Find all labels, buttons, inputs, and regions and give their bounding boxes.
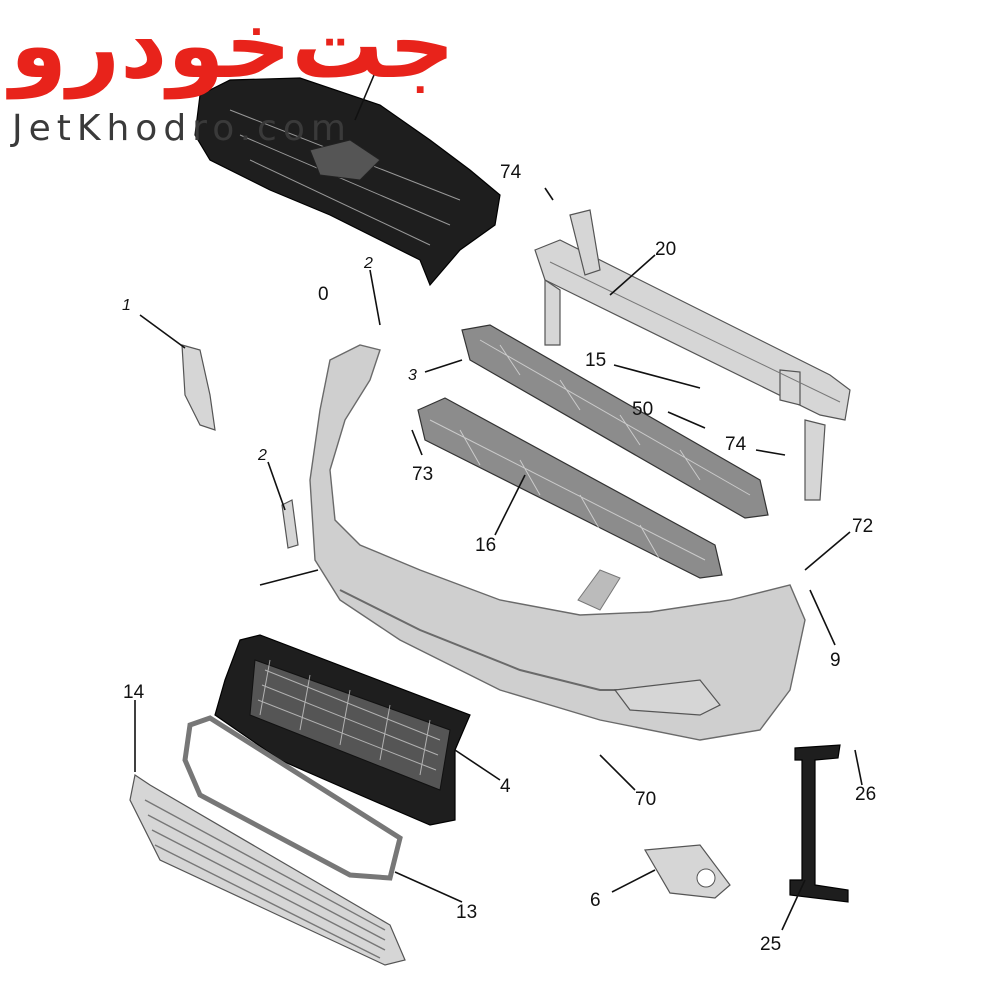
callout-2-top: 2 <box>363 255 373 272</box>
callout-26: 26 <box>855 784 876 805</box>
callout-50: 50 <box>632 399 653 420</box>
part-20-reinforcement-beam <box>534 209 851 501</box>
main-bumper-cover <box>309 344 806 741</box>
callout-4: 4 <box>500 776 511 797</box>
part-14-lower-grille <box>129 774 406 966</box>
callout-8: 8 <box>368 57 377 74</box>
callout-13: 13 <box>456 902 477 923</box>
part-6-fog-lamp-cover <box>644 844 731 899</box>
callout-1: 1 <box>122 297 131 314</box>
callout-0: 0 <box>318 284 329 305</box>
logo-english-text: JetKhodro.com <box>12 108 352 149</box>
callout-6: 6 <box>590 890 601 911</box>
callout-15: 15 <box>585 350 606 371</box>
callout-72: 72 <box>852 516 873 537</box>
part-1-side-bracket <box>181 344 216 431</box>
part-25-vertical-bracket <box>789 744 849 903</box>
callout-74-top: 74 <box>500 162 522 183</box>
callout-20: 20 <box>655 239 676 260</box>
part-16-lower-absorber <box>417 397 723 579</box>
leader-lines <box>134 74 863 931</box>
callout-74-right: 74 <box>725 434 747 455</box>
callout-14: 14 <box>123 682 145 703</box>
logo-persian-text: جت‌خودرو <box>10 0 457 99</box>
callout-70: 70 <box>635 789 656 810</box>
part-3-upper-absorber <box>461 324 769 519</box>
part-13-grille-frame <box>182 715 403 881</box>
part-4-upper-grille <box>214 634 471 826</box>
callout-2-left: 2 <box>257 447 267 464</box>
part-2-clip <box>281 499 299 549</box>
callout-25: 25 <box>760 934 781 955</box>
callout-9: 9 <box>830 650 841 671</box>
callout-16: 16 <box>475 535 496 556</box>
part-8-upper-cover <box>194 77 501 287</box>
callout-3: 3 <box>408 367 417 384</box>
callout-73: 73 <box>412 464 433 485</box>
